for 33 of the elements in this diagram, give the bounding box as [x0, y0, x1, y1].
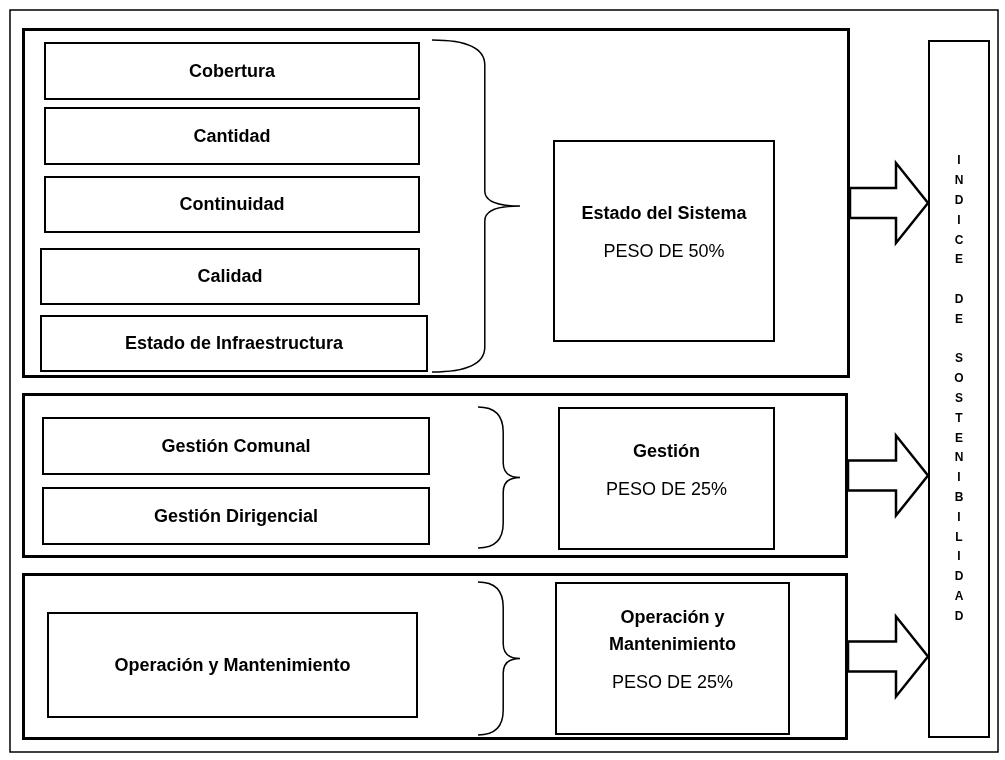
criterion-box	[42, 487, 430, 545]
group-panel	[22, 28, 850, 378]
group-panel	[22, 393, 848, 558]
box-label: Gestión Dirigencial	[153, 504, 318, 528]
summary-box	[553, 140, 775, 342]
weight-label: PESO DE 50%	[603, 241, 725, 262]
weight-label: PESO DE 25%	[605, 478, 728, 500]
criterion-box	[44, 107, 420, 165]
criterion-box	[40, 315, 428, 372]
criterion-box	[47, 612, 418, 718]
block-arrow	[846, 612, 930, 701]
box-label: Operación y Mantenimiento	[114, 653, 351, 677]
box-label: Estado de Infraestructura	[124, 332, 344, 355]
box-label: Estado del Sistema	[581, 202, 747, 225]
summary-box	[555, 582, 790, 735]
box-label: Gestión Comunal	[161, 434, 311, 458]
box-label: Gestión	[633, 439, 700, 463]
box-label: Cantidad	[193, 124, 271, 148]
criterion-box	[44, 42, 420, 100]
block-arrow	[846, 431, 930, 520]
weight-label: PESO DE 25%	[611, 672, 734, 693]
group-panel	[22, 573, 848, 740]
index-box	[928, 40, 990, 738]
box-label: Cobertura	[189, 59, 275, 83]
box-label: Continuidad	[179, 193, 285, 216]
criterion-box	[42, 417, 430, 475]
box-label: Calidad	[197, 265, 263, 288]
criterion-box	[40, 248, 420, 305]
criterion-box	[44, 176, 420, 233]
summary-box	[558, 407, 775, 550]
box-label: Operación y Mantenimiento	[608, 606, 737, 656]
block-arrow	[848, 159, 930, 247]
vertical-label: INDICE DE SOSTENIBILIDAD	[954, 152, 964, 625]
